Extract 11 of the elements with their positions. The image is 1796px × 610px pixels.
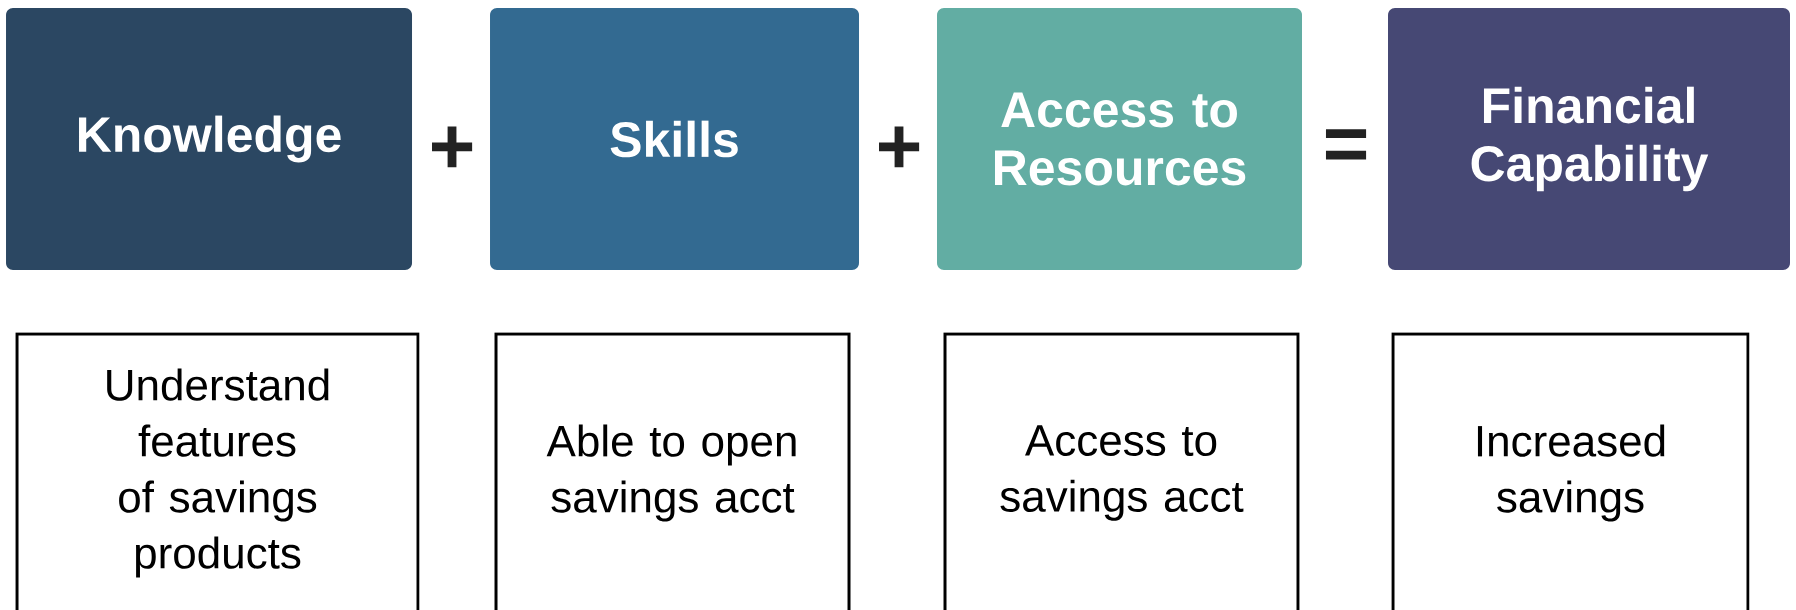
title-box: Financial Capability xyxy=(1388,8,1790,270)
text-box: Understand features of savings products xyxy=(15,332,420,610)
operator-sign: + xyxy=(879,126,920,168)
title-box: Knowledge xyxy=(6,8,412,270)
text-box: Access to savings acct xyxy=(943,332,1300,610)
text-box: Increased savings xyxy=(1391,332,1750,610)
title-box: Access to Resources xyxy=(937,8,1302,270)
title-box: Skills xyxy=(490,8,859,270)
text-box: Able to open savings acct xyxy=(494,332,851,610)
operator-sign: + xyxy=(432,126,473,168)
operator-sign: = xyxy=(1325,129,1367,160)
